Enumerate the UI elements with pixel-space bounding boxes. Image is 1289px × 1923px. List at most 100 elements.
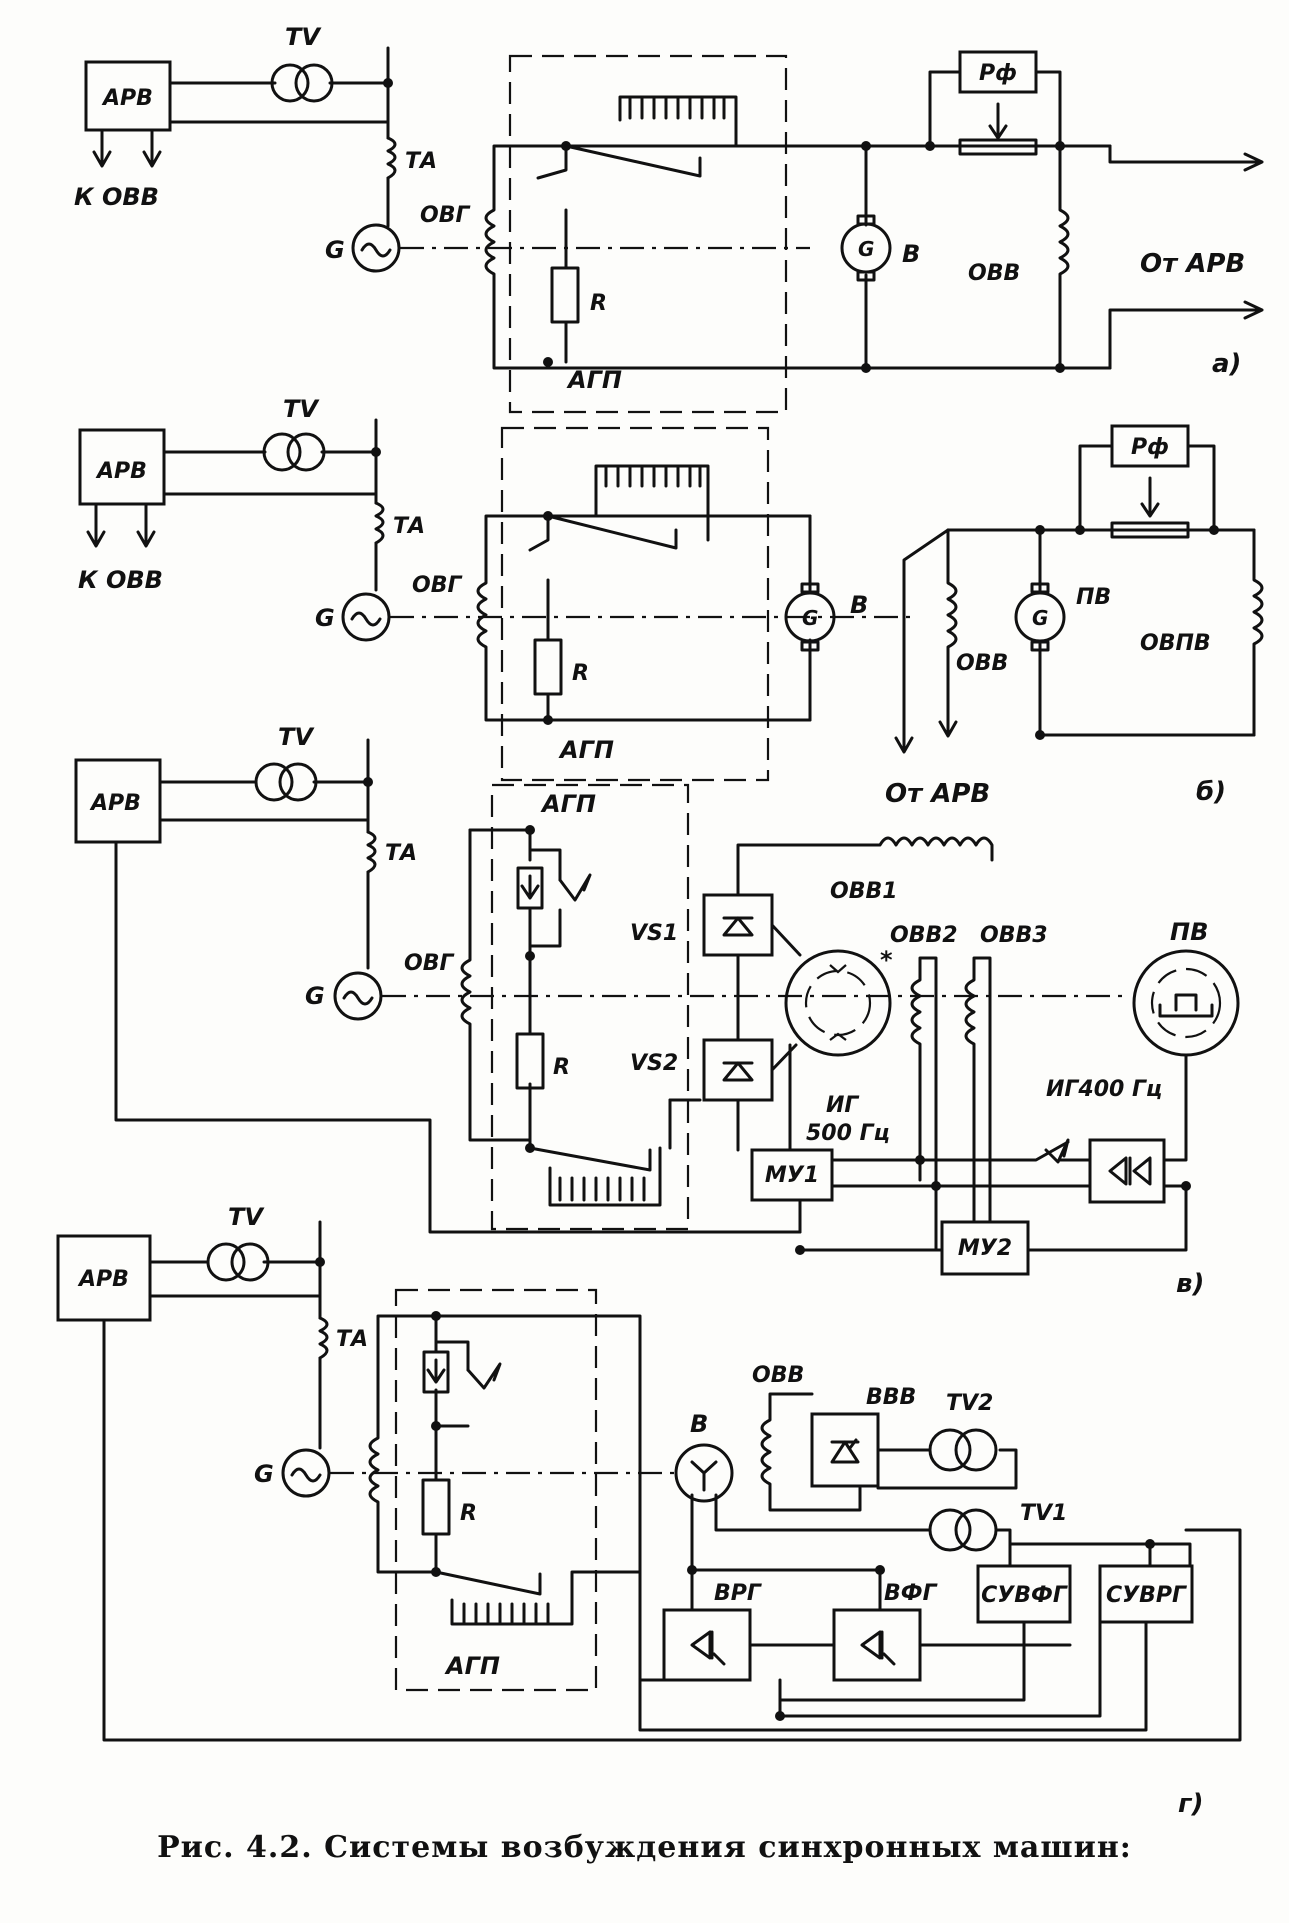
tv1-wiring [994,1528,1192,1568]
ta-label: ТА [336,1327,368,1352]
exciter-leads [690,1493,932,1572]
to-ovv-label: К ОВВ [74,183,159,211]
rf-label: Рф [1131,435,1169,460]
generator-label: G [305,982,325,1010]
arv-block [74,758,162,844]
panel-a: АРВ К ОВВ TV ТА G ОВГ АГП R G В Рф [74,23,1264,414]
voltage-transformer-icon [270,63,310,103]
ovv2-winding-icon [910,956,938,1252]
vs1-rectifier [702,893,774,957]
control-wiring [798,1054,1188,1252]
tv-label: TV [283,395,320,423]
arv-signal-wires [158,780,370,822]
control-wiring [638,1620,1148,1732]
panel-v: АРВ TV ТА G ОВГ АГП R VS1 VS2 ОВВ1 [74,723,1240,1299]
tv2-transformer-icon [928,1428,972,1472]
arv-block [84,60,172,132]
to-ovv-label: К ОВВ [78,566,163,594]
agp-label: АГП [540,790,596,818]
agp-main-contact [546,514,678,550]
arv-signal-wires [148,1260,322,1298]
arv-block [78,428,166,506]
exciter-label: В [850,591,868,619]
ovv-label: ОВВ [956,651,1008,676]
suvrg-block [1098,1564,1194,1624]
exciter-g-label: G [802,606,818,630]
resistor-label: R [572,661,589,686]
ig500-freq-label: 500 Гц [806,1121,890,1146]
vvv-label: ВВВ [866,1385,916,1410]
pilot-exciter-icon [1132,949,1240,1057]
from-arv-label: От АРВ [1140,249,1245,279]
arv-label: АРВ [101,86,153,111]
panel-g: АРВ TV ТА G АГП R В ОВВ ВВВ [56,1203,1242,1819]
vvv-rectifier [810,1412,880,1488]
panel-b-letter: б) [1196,777,1226,807]
ovpv-winding-icon [1252,528,1264,737]
ovv3-winding-icon [964,956,992,1242]
exciter-g-label: G [858,237,874,261]
mu2-block [940,1220,1030,1276]
voltage-transformer-icon [206,1242,246,1282]
generator-label: G [315,604,335,632]
field-rheostat [958,138,1038,156]
current-transformer-icon [374,501,385,545]
rf-wiring [928,70,1062,148]
field-circuit [484,144,1112,370]
ovv1-label: ОВВ1 [830,879,898,904]
field-circuit [368,1314,642,1682]
ovv-winding-icon [1058,144,1070,370]
agp-thyristor-branch [434,1314,470,1428]
ta-label: ТА [405,149,437,174]
ovv-winding-icon [894,528,958,754]
ta-label: ТА [393,514,425,539]
from-arv-input [1108,144,1264,370]
arv-output-arrows [92,128,162,168]
arv-label: АРВ [95,459,147,484]
arv-block [56,1234,152,1322]
tv1-transformer-icon [928,1508,972,1552]
ovv-label: ОВВ [752,1363,804,1388]
figure-caption: Рис. 4.2. Системы возбуждения синхронных… [157,1830,1132,1865]
generator-label: G [325,236,345,264]
vrg-label: ВРГ [714,1581,762,1606]
ovv2-star: * [880,946,893,974]
mu2-label: МУ2 [958,1236,1012,1261]
rf-wiring [1078,444,1216,532]
panel-a-letter: а) [1212,349,1241,379]
exciter-label: В [902,240,920,268]
panel-v-letter: в) [1176,1269,1204,1299]
ovv-label: ОВВ [968,261,1020,286]
discharge-resistor [515,1032,545,1090]
agp-boundary [394,1288,598,1692]
vs2-label: VS2 [630,1051,678,1076]
vvv-wiring [876,1448,1018,1490]
discharge-resistor [550,266,580,324]
lightning-mark [1044,1138,1070,1164]
agp-thyristor [422,1350,450,1394]
vfg-rectifier [832,1608,922,1682]
voltage-transformer-icon [262,432,302,472]
arv-signal-wires [162,450,378,496]
rectifier-wiring [638,1568,1102,1718]
from-arv-label: От АРВ [885,779,990,809]
pilot-exciter-g-label: G [1032,606,1048,630]
arc-chute-icon [434,1570,642,1626]
resistor-label: R [590,291,607,316]
arv-label: АРВ [89,791,141,816]
field-circuit [476,514,812,722]
ig500-leads [770,923,802,1152]
mu1-block [750,1148,834,1202]
vs2-rectifier [702,1038,774,1102]
discharge-resistor [533,638,563,696]
arv-output-arrows [86,502,156,548]
tv2-label: TV2 [946,1391,993,1416]
agp-boundary [490,783,690,1231]
arc-chute-icon [618,95,738,148]
current-transformer-icon [366,830,377,874]
ovv3-label: ОВВ3 [980,923,1048,948]
panel-g-letter: г) [1178,1789,1203,1819]
generator-icon [281,1448,331,1498]
